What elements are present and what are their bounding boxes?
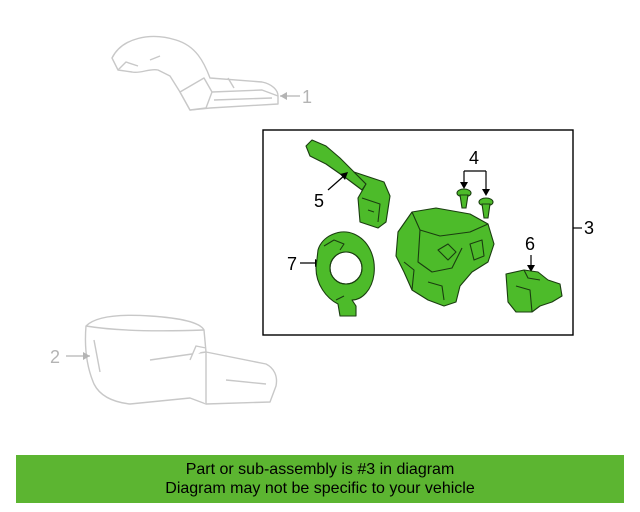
clockspring-part (315, 231, 375, 317)
callout-leader-5 (327, 174, 346, 191)
callout-label-3: 3 (584, 218, 594, 238)
callout-label-2: 2 (50, 347, 60, 367)
combination-switch-housing (395, 207, 495, 307)
banner-line-2: Diagram may not be specific to your vehi… (165, 480, 475, 497)
callout-arrow-2 (83, 352, 90, 360)
upper-shroud-part (111, 35, 279, 111)
callout-arrow-5 (340, 172, 348, 180)
callout-label-1: 1 (302, 87, 312, 107)
stalk-switch-part (305, 139, 391, 229)
callout-label-4: 4 (469, 148, 479, 168)
subassembly-3-frame (262, 129, 574, 336)
lower-shroud-part (84, 314, 278, 405)
callout-arrow-4b (482, 189, 490, 196)
callout-label-7: 7 (287, 254, 297, 274)
banner-line-1: Part or sub-assembly is #3 in diagram (185, 461, 455, 478)
callout-label-6: 6 (525, 234, 535, 254)
parts-diagram: 1 2 3 5 4 6 (50, 35, 594, 405)
info-banner: Part or sub-assembly is #3 in diagram Di… (16, 455, 624, 503)
callout-arrow-4a (460, 182, 468, 189)
callout-label-5: 5 (314, 191, 324, 211)
small-switch-part (505, 269, 563, 313)
callout-arrow-6 (527, 265, 535, 272)
callout-arrow-1 (280, 92, 287, 100)
screw-part (456, 188, 494, 219)
